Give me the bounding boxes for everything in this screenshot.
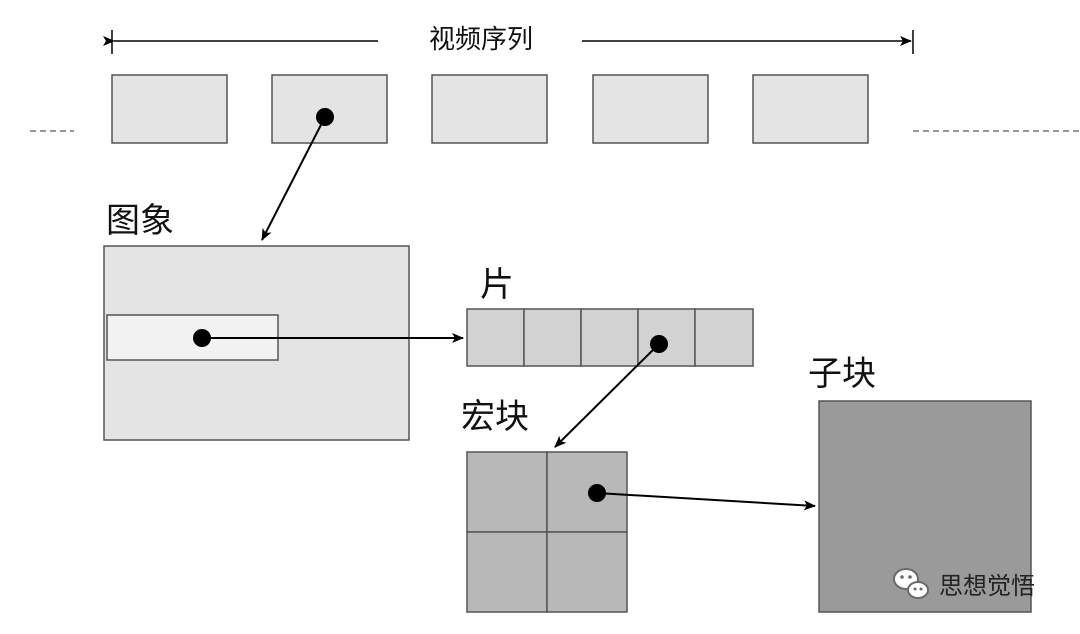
watermark: 思想觉悟 bbox=[893, 568, 1035, 600]
slice-cell-3 bbox=[580, 308, 639, 367]
sequence-span-arrow bbox=[103, 30, 914, 54]
arrow-macroblock-to-sub-block bbox=[596, 492, 816, 511]
dot-frame bbox=[316, 108, 334, 126]
slice-cell-4 bbox=[637, 308, 696, 367]
sub-block-box bbox=[818, 400, 1032, 613]
wechat-icon bbox=[893, 568, 929, 599]
slice-cell-1 bbox=[466, 308, 525, 367]
slice-cell-2 bbox=[523, 308, 582, 367]
slice-cell-5 bbox=[694, 308, 754, 367]
frame-2 bbox=[271, 74, 388, 144]
dot-macroblock-cell bbox=[588, 484, 606, 502]
slice-strip bbox=[466, 308, 754, 367]
dot-slice-cell bbox=[650, 335, 668, 353]
macroblock-grid bbox=[466, 451, 628, 613]
macroblock-cell-2 bbox=[546, 451, 628, 533]
watermark-text: 思想觉悟 bbox=[939, 572, 1035, 600]
macroblock-cell-3 bbox=[466, 531, 548, 613]
slice-label: 片 bbox=[480, 265, 514, 305]
macroblock-cell-4 bbox=[546, 531, 628, 613]
sub-block-label: 子块 bbox=[808, 354, 876, 394]
arrow-slice-to-macroblock bbox=[554, 343, 660, 448]
macroblock-cell-1 bbox=[466, 451, 548, 533]
frame-1 bbox=[111, 74, 228, 144]
frame-5 bbox=[752, 74, 869, 144]
arrow-frame-to-image bbox=[261, 116, 326, 241]
macroblock-label: 宏块 bbox=[461, 397, 529, 437]
dot-image-slice bbox=[193, 329, 211, 347]
image-label: 图象 bbox=[106, 201, 174, 241]
frame-4 bbox=[592, 74, 709, 144]
video-sequence-label: 视频序列 bbox=[429, 25, 533, 55]
frame-3 bbox=[431, 74, 548, 144]
